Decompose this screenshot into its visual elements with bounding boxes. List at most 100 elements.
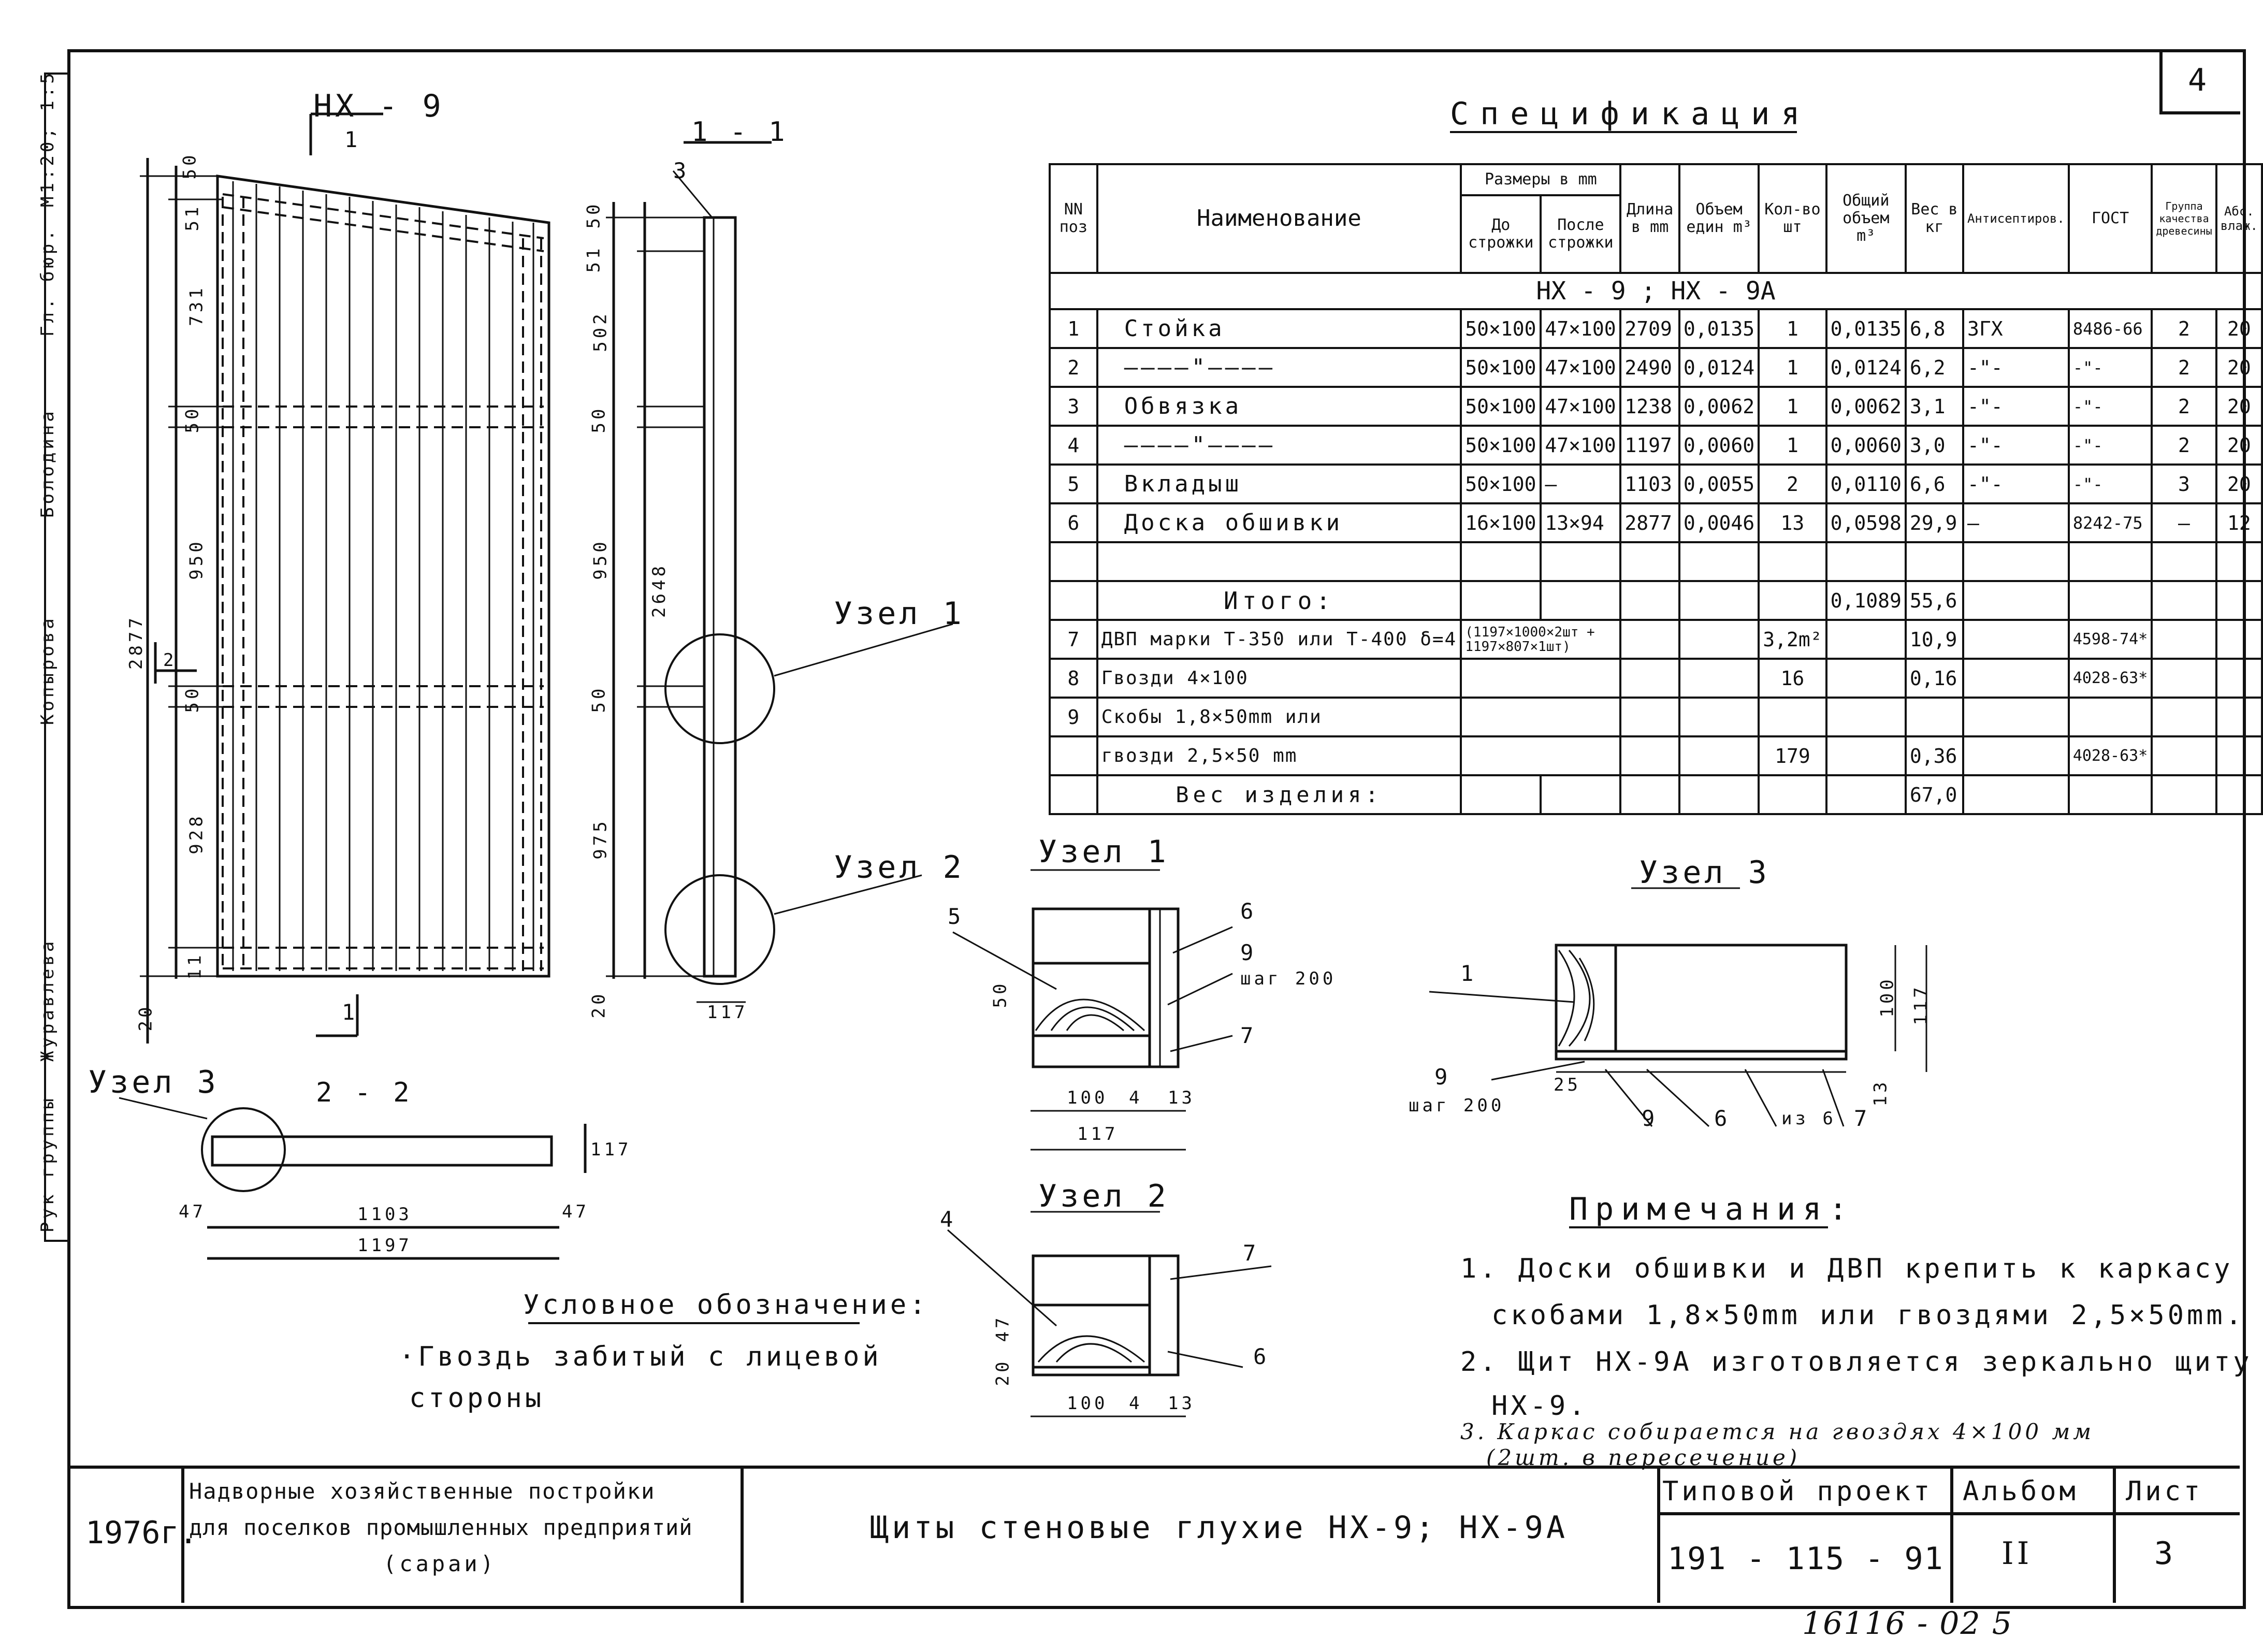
cell-antiseptic: -"- [1962,347,2070,388]
tb-year: 1976г. [85,1515,198,1551]
spec-title: Спецификация [1450,96,1811,132]
node-1-callout-6: 6 [1240,899,1257,924]
callout-3: 3 [673,158,690,183]
cell-gost: -"- [2067,463,2153,504]
dim-mark-2: 2 [163,650,177,671]
cell-unit-volume: 0,0124 [1678,347,1760,388]
dim-47a: 47 [179,1201,206,1222]
hdr-wood-group: Группа качества древесины [2151,163,2217,274]
cell-wood-group: 3 [2151,463,2217,504]
corner-number: 4 [2188,62,2210,98]
node-1-dim-13: 13 [1168,1088,1195,1108]
cell-wood-group: 2 [2151,386,2217,427]
cell-qty: 1 [1758,308,1827,349]
cell-size-note [1460,697,1622,737]
node-2-ref: Узел 2 [834,849,965,886]
cell-qty: 179 [1758,735,1827,776]
node-1-title: Узел 1 [1038,834,1169,870]
dim-left-11: 11 [184,952,206,980]
cell-pos: 2 [1049,347,1098,388]
node-1-dim-100: 100 [1067,1088,1108,1108]
cell-name: Доска обшивки [1096,502,1462,543]
cell-total-volume-sum: 0,1089 [1825,580,1907,621]
table-row-product-weight: Вес изделия:67,0 [1049,774,2263,815]
dim-right-502: 502 [590,311,611,352]
cell-total-volume: 0,0110 [1825,463,1907,504]
node-2-dim-20: 20 [992,1358,1013,1386]
tb-org-2: для поселков промышленных предприятий [189,1515,693,1540]
cell-weight: 0,36 [1904,735,1964,776]
cell-antiseptic: ЗГХ [1962,308,2070,349]
dim-right-50a: 50 [583,201,604,229]
dim-left-928: 928 [186,813,207,854]
spec-table: NN поз Наименование Размеры в mm Длина в… [1049,163,2263,815]
legend-text-1: ·Гвоздь забитый с лицевой [399,1341,882,1372]
node-2-title: Узел 2 [1038,1178,1169,1214]
cell-weight: 6,6 [1904,463,1964,504]
cell-gost: -"- [2067,347,2153,388]
hdr-size-group: Размеры в mm [1460,163,1622,196]
cell-abs: 20 [2215,425,2263,466]
cell-gost: -"- [2067,425,2153,466]
notes-title: Примечания: [1569,1191,1855,1227]
hdr-total-volume: Общий объем m³ [1825,163,1907,274]
dim-h117: 117 [590,1139,632,1160]
dim-right-total: 2648 [648,563,670,618]
cell-weight: 29,9 [1904,502,1964,543]
dim-right-20: 20 [588,991,610,1019]
cell-name: Скобы 1,8×50mm или [1096,697,1462,737]
cell-length: 2709 [1619,308,1680,349]
panel-label: НХ - 9 [313,88,444,124]
cell-length: 1238 [1619,386,1680,427]
cell-abs: 20 [2215,347,2263,388]
cell-total-volume: 0,0124 [1825,347,1907,388]
hdr-unit-volume: Объем един m³ [1678,163,1760,274]
note-3a: 3. Каркас собирается на гвоздях 4×100 мм [1460,1419,2095,1444]
node-1-dim-117: 117 [1077,1124,1119,1144]
node-3-dim-13: 13 [1870,1079,1891,1107]
cell-pos: 5 [1049,463,1098,504]
cell-length: 1197 [1619,425,1680,466]
tb-drawing-title: Щиты стеновые глухие НХ-9; НХ-9А [870,1510,1568,1546]
node-3-callout-9b: 9 [1642,1106,1658,1131]
table-row-empty [1049,541,2263,582]
cell-name: ДВП марки Т-350 или Т-400 δ=4 [1096,619,1462,660]
cell-gost: 8242-75 [2067,502,2153,543]
cut-marker-bottom: 1 [342,999,358,1025]
cell-qty: 3,2m² [1758,619,1827,660]
dim-right-50c: 50 [588,685,610,713]
corner-box [2159,49,2240,114]
hdr-gost: ГОСТ [2067,163,2153,274]
cell-gost: -"- [2067,386,2153,427]
cell-gost: 4598-74* [2067,619,2153,660]
cell-qty: 16 [1758,658,1827,699]
dim-left-731: 731 [186,285,207,326]
cell-unit-volume: 0,0135 [1678,308,1760,349]
cell-total-volume: 0,0598 [1825,502,1907,543]
cell-qty: 1 [1758,425,1827,466]
cell-pos: 7 [1049,619,1098,660]
title-block [67,1466,2240,1606]
node-1-callout-7: 7 [1240,1023,1257,1048]
hdr-weight: Вес в кг [1904,163,1964,274]
hdr-antiseptic: Антисептиров. [1962,163,2070,274]
cell-pos: 9 [1049,697,1098,737]
cell-wood-group: 2 [2151,308,2217,349]
cell-pos [1049,735,1098,776]
node-2-dim-13: 13 [1168,1393,1195,1414]
node-1-callout-5: 5 [948,904,964,929]
cell-name: Обвязка [1096,386,1462,427]
cell-after: 47×100 [1540,386,1622,427]
note-1a: 1. Доски обшивки и ДВП крепить к каркасу [1460,1253,2233,1284]
tb-project-label: Типовой проект [1662,1476,1933,1507]
cell-after: 13×94 [1540,502,1622,543]
cell-weight: 3,1 [1904,386,1964,427]
cell-size-note [1460,735,1622,776]
